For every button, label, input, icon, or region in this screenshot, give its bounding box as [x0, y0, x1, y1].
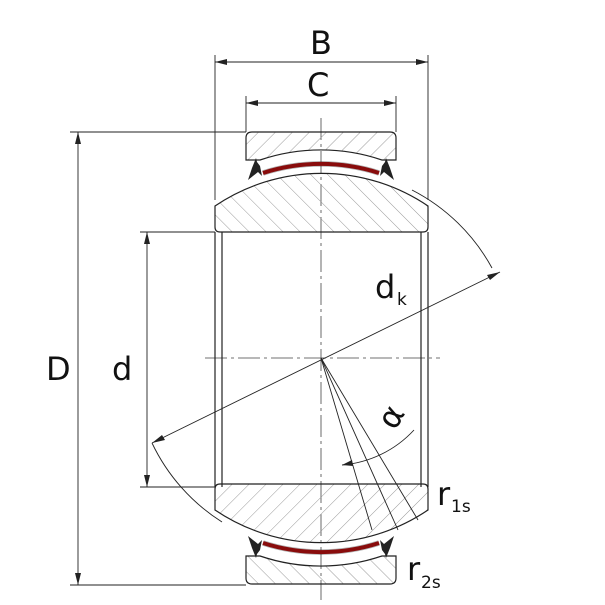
inner-ring	[214, 172, 429, 233]
label-C: C	[307, 66, 329, 104]
bottom-section	[215, 484, 428, 584]
top-section	[214, 131, 429, 233]
label-D: D	[46, 350, 71, 388]
label-alpha: α	[369, 398, 412, 435]
label-r1s-sub: 1s	[451, 497, 471, 517]
sliding-layer	[262, 162, 380, 175]
outer-ring	[245, 131, 397, 161]
seal-left	[248, 158, 262, 180]
seal-right	[380, 158, 394, 180]
label-dk: d	[375, 268, 395, 306]
label-r2s: r	[407, 550, 421, 588]
alpha-arc	[341, 429, 415, 466]
label-d: d	[112, 350, 132, 388]
label-dk-sub: k	[397, 290, 407, 310]
label-r1s: r	[437, 475, 451, 513]
dimension-dk	[151, 271, 501, 444]
label-r2s-sub: 2s	[421, 573, 441, 593]
label-B: B	[310, 24, 332, 62]
